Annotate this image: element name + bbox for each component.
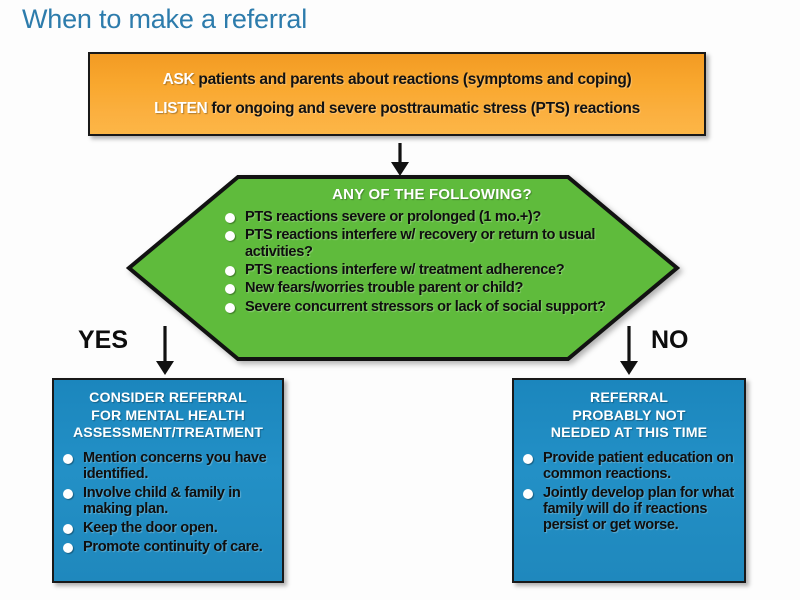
listen-text: for ongoing and severe posttraumatic str… xyxy=(207,99,640,117)
page-title: When to make a referral xyxy=(22,4,308,34)
hexagon-shape xyxy=(126,175,680,361)
list-item: New fears/worries trouble parent or chil… xyxy=(222,280,642,296)
decision-criteria-list: PTS reactions severe or prolonged (1 mo.… xyxy=(222,209,642,315)
arrow-no-down xyxy=(620,326,638,375)
heading-line: CONSIDER REFERRAL xyxy=(89,390,247,406)
heading-line: REFERRAL xyxy=(589,390,669,406)
listen-keyword: LISTEN xyxy=(154,99,208,117)
no-referral-heading: REFERRAL PROBABLY NOT NEEDED AT THIS TIM… xyxy=(522,390,736,443)
yes-label: YES xyxy=(78,326,129,354)
list-item: PTS reactions interfere w/ recovery or r… xyxy=(222,227,642,260)
list-item: Jointly develop plan for what family wil… xyxy=(522,485,736,533)
heading-line: PROBABLY NOT xyxy=(572,407,686,424)
listen-line: LISTEN for ongoing and severe posttrauma… xyxy=(154,100,640,118)
heading-line: FOR MENTAL HEALTH xyxy=(91,407,245,424)
decision-hexagon: ANY OF THE FOLLOWING? PTS reactions seve… xyxy=(126,174,680,362)
list-item: Promote continuity of care. xyxy=(62,539,274,555)
no-label: NO xyxy=(651,326,689,354)
ask-listen-box: ASK patients and parents about reactions… xyxy=(88,52,706,136)
heading-line: NEEDED AT THIS TIME xyxy=(550,425,708,442)
heading-line: ASSESSMENT/TREATMENT xyxy=(72,425,264,442)
arrow-yes-down xyxy=(156,326,174,375)
ask-line: ASK patients and parents about reactions… xyxy=(163,71,632,89)
consider-referral-list: Mention concerns you have identified. In… xyxy=(62,450,274,555)
no-referral-box: REFERRAL PROBABLY NOT NEEDED AT THIS TIM… xyxy=(512,378,746,583)
list-item: Involve child & family in making plan. xyxy=(62,485,274,517)
ask-keyword: ASK xyxy=(162,70,195,88)
list-item: Mention concerns you have identified. xyxy=(62,450,274,482)
list-item: Keep the door open. xyxy=(62,520,274,536)
consider-referral-box: CONSIDER REFERRAL FOR MENTAL HEALTH ASSE… xyxy=(52,378,284,583)
consider-referral-heading: CONSIDER REFERRAL FOR MENTAL HEALTH ASSE… xyxy=(62,390,274,443)
ask-text: patients and parents about reactions (sy… xyxy=(194,70,632,88)
decision-content: ANY OF THE FOLLOWING? PTS reactions seve… xyxy=(222,186,642,317)
arrow-ask-to-decision xyxy=(391,143,409,176)
list-item: PTS reactions severe or prolonged (1 mo.… xyxy=(222,209,642,225)
list-item: Severe concurrent stressors or lack of s… xyxy=(222,299,642,315)
no-referral-list: Provide patient education on common reac… xyxy=(522,450,736,533)
list-item: Provide patient education on common reac… xyxy=(522,450,736,482)
decision-heading: ANY OF THE FOLLOWING? xyxy=(332,186,532,203)
list-item: PTS reactions interfere w/ treatment adh… xyxy=(222,262,642,278)
